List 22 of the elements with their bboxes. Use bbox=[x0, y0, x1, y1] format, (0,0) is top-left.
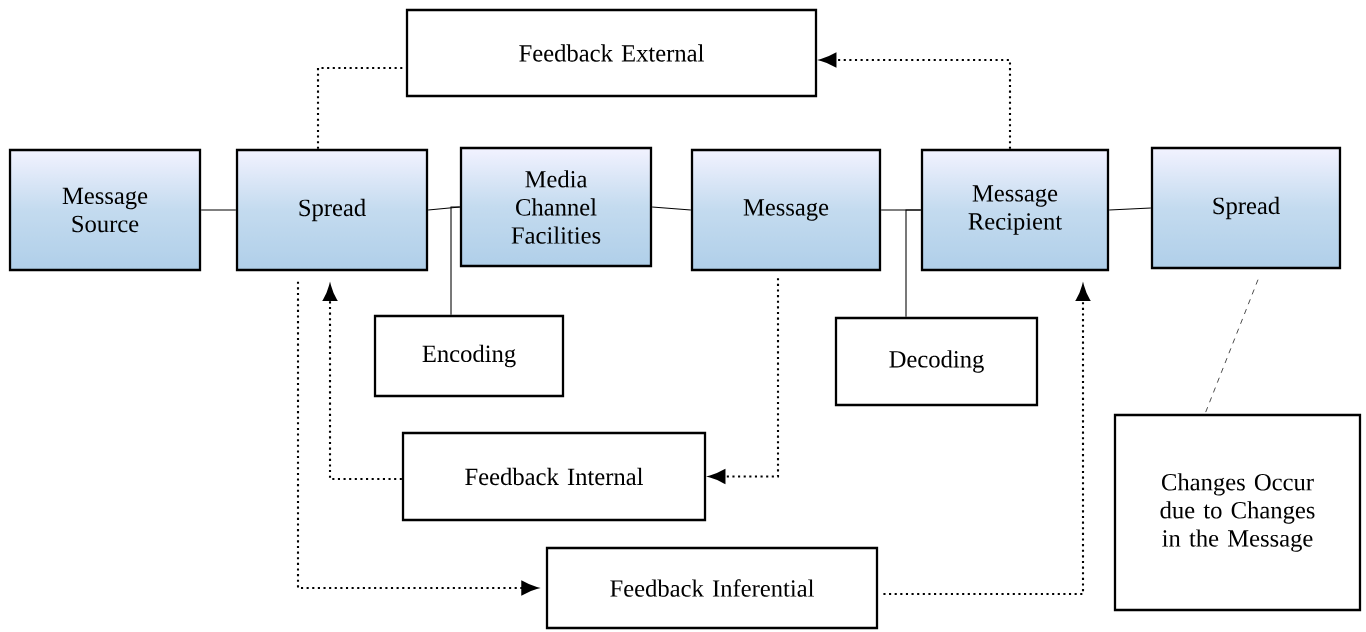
feedback-box: Encoding bbox=[373, 314, 565, 398]
feedback-arrow bbox=[296, 281, 538, 596]
process-box: Message Source bbox=[8, 148, 202, 272]
connector-line bbox=[905, 209, 922, 318]
feedback-box: Feedback Inferential bbox=[545, 546, 879, 630]
process-box: Media Channel Facilities bbox=[459, 146, 653, 268]
process-box: Spread bbox=[1150, 146, 1342, 270]
connector-line bbox=[200, 209, 237, 211]
process-box: Message Recipient bbox=[920, 148, 1110, 272]
connector-line bbox=[450, 206, 461, 316]
feedback-arrow bbox=[883, 284, 1091, 596]
feedback-arrow bbox=[820, 52, 1012, 149]
connector-line bbox=[651, 206, 692, 211]
process-box: Message bbox=[690, 148, 882, 272]
note-box: Changes Occur due to Changes in the Message bbox=[1113, 413, 1362, 612]
feedback-arrow bbox=[322, 284, 402, 481]
feedback-box: Feedback External bbox=[405, 8, 818, 98]
process-box: Spread bbox=[235, 148, 429, 272]
feedback-box: Feedback Internal bbox=[401, 431, 707, 522]
leader-line bbox=[1204, 279, 1259, 415]
connector-line bbox=[1108, 207, 1152, 211]
feedback-box: Decoding bbox=[834, 316, 1039, 407]
